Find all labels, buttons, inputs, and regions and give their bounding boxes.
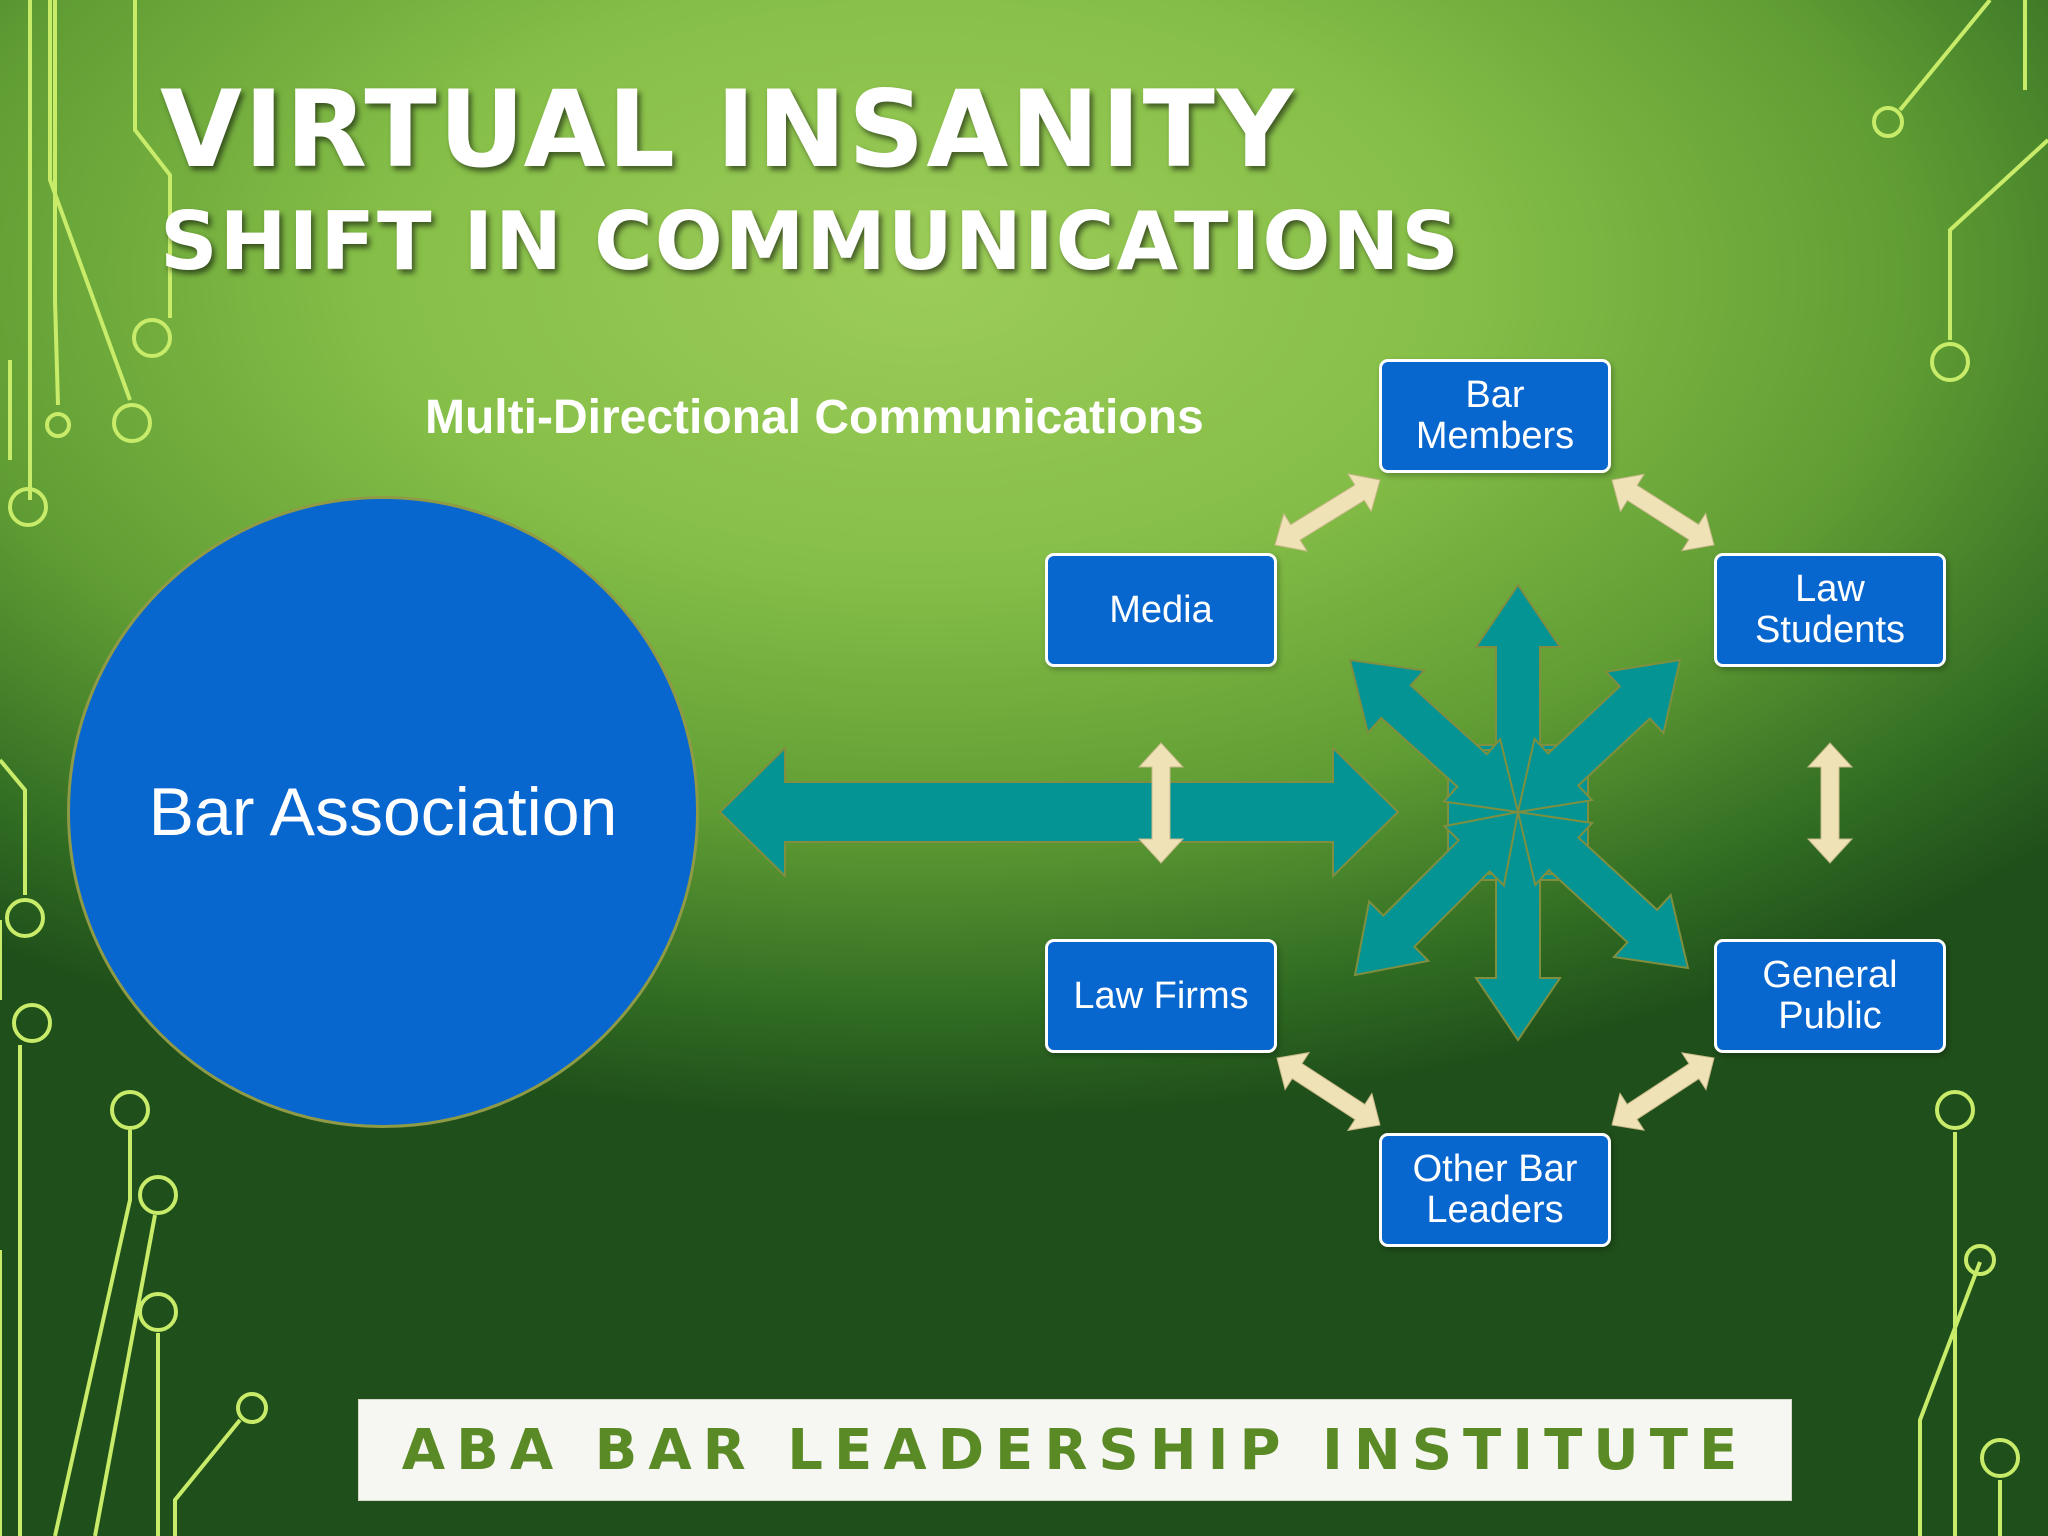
multi-direction-arrow-hub [1348, 583, 1690, 1042]
hub-arrow-lower-left [1353, 810, 1520, 977]
node-other-bar-leaders: Other Bar Leaders [1379, 1133, 1611, 1247]
node-bar-members: Bar Members [1379, 359, 1611, 473]
slide-title: VIRTUAL INSANITY [160, 68, 1296, 191]
connector-arrows [1137, 473, 1854, 1132]
connector-media-bar-members [1274, 473, 1381, 552]
footer-banner-text: ABA BAR LEADERSHIP INSTITUTE [401, 1417, 1749, 1483]
node-law-firms: Law Firms [1045, 939, 1277, 1053]
hub-arrow-upper-left [1348, 658, 1520, 814]
connector-bar-members-law-students [1611, 473, 1715, 552]
connector-law-students-general-public [1806, 742, 1854, 864]
footer-banner: ABA BAR LEADERSHIP INSTITUTE [358, 1399, 1792, 1501]
diagram-caption: Multi-Directional Communications [425, 391, 1204, 444]
main-double-arrow [718, 745, 1400, 879]
bar-association-circle: Bar Association [67, 496, 699, 1128]
bar-association-label: Bar Association [148, 774, 618, 850]
node-general-public: General Public [1714, 939, 1946, 1053]
node-law-students: Law Students [1714, 553, 1946, 667]
connector-other-leaders-law-firms [1276, 1051, 1381, 1132]
node-media: Media [1045, 553, 1277, 667]
hub-arrow-upper-right [1516, 658, 1682, 814]
hub-arrow-lower-right [1516, 810, 1690, 970]
connector-law-firms-media [1137, 742, 1185, 864]
connector-general-public-other-leaders [1611, 1052, 1715, 1131]
slide-subtitle-heading: SHIFT IN COMMUNICATIONS [160, 195, 1461, 288]
